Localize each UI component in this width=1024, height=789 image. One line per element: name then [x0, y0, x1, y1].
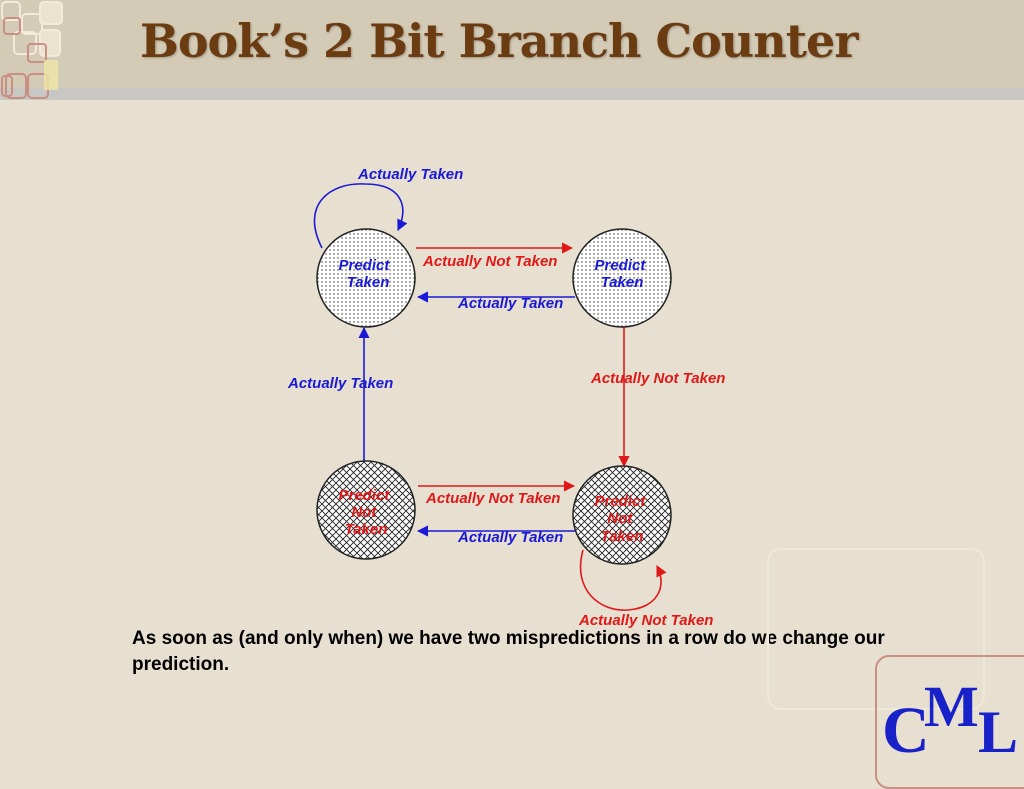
transition-label: Actually Taken [287, 375, 393, 392]
transition-self-br [579, 549, 667, 611]
logo-letter-m: M [924, 674, 979, 739]
svg-text:Predict Not Taken: Predict Not Taken [594, 493, 649, 545]
svg-text:Predict Not Taken: Predict Not Taken [338, 487, 393, 538]
transition-label: Actually Taken [357, 166, 463, 183]
transition-self-tl [313, 183, 408, 249]
transition-label: Actually Taken [457, 295, 563, 312]
transition-label: Actually Taken [457, 529, 563, 546]
logo-letter-c: C [882, 694, 930, 767]
corner-decoration [1, 1, 63, 99]
svg-text:Predict Taken: Predict Taken [594, 257, 649, 291]
cml-logo: C M L [880, 668, 1024, 768]
title-bar [0, 0, 1024, 88]
transition-label: Actually Not Taken [422, 253, 557, 270]
transition-label: Actually Not Taken [590, 370, 725, 387]
state-diagram: Actually Taken Actually Not Taken Actual… [287, 166, 725, 629]
transition-label: Actually Not Taken [578, 612, 713, 629]
svg-text:Predict Taken: Predict Taken [338, 257, 393, 291]
slide-caption: As soon as (and only when) we have two m… [132, 628, 885, 675]
state-predict-not-taken-bottom-left: Predict Not Taken [316, 460, 416, 560]
transition-label: Actually Not Taken [425, 490, 560, 507]
state-predict-taken-top-right: Predict Taken [572, 228, 672, 328]
slide-title: Book’s 2 Bit Branch Counter [140, 14, 858, 68]
logo-letter-l: L [978, 699, 1019, 765]
title-underline [0, 88, 1024, 100]
state-predict-not-taken-bottom-right: Predict Not Taken [572, 465, 672, 565]
state-predict-taken-top-left: Predict Taken [316, 228, 416, 328]
